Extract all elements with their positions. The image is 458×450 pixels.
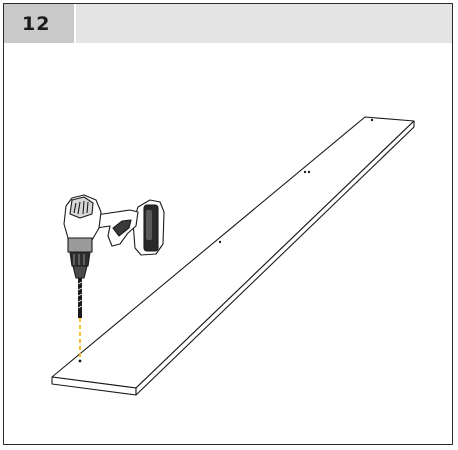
drill-vent [69,196,94,219]
step-number: 12 [22,12,51,35]
step-header-bar: 12 [4,4,452,43]
drill-chuck-tip [72,265,88,279]
drill-bit [78,278,82,318]
drill-clutch-collar [67,237,93,253]
drill-trigger [112,219,132,237]
hole-mark [303,170,307,174]
drill-icon [63,194,165,318]
hole-mark [307,170,311,174]
hole-marks [78,118,374,363]
step-number-box: 12 [4,4,76,43]
drill-target-hole [78,359,82,363]
hole-mark [370,118,374,122]
hole-mark [218,240,222,244]
drill-chuck [69,251,91,267]
board-panel [51,116,415,396]
